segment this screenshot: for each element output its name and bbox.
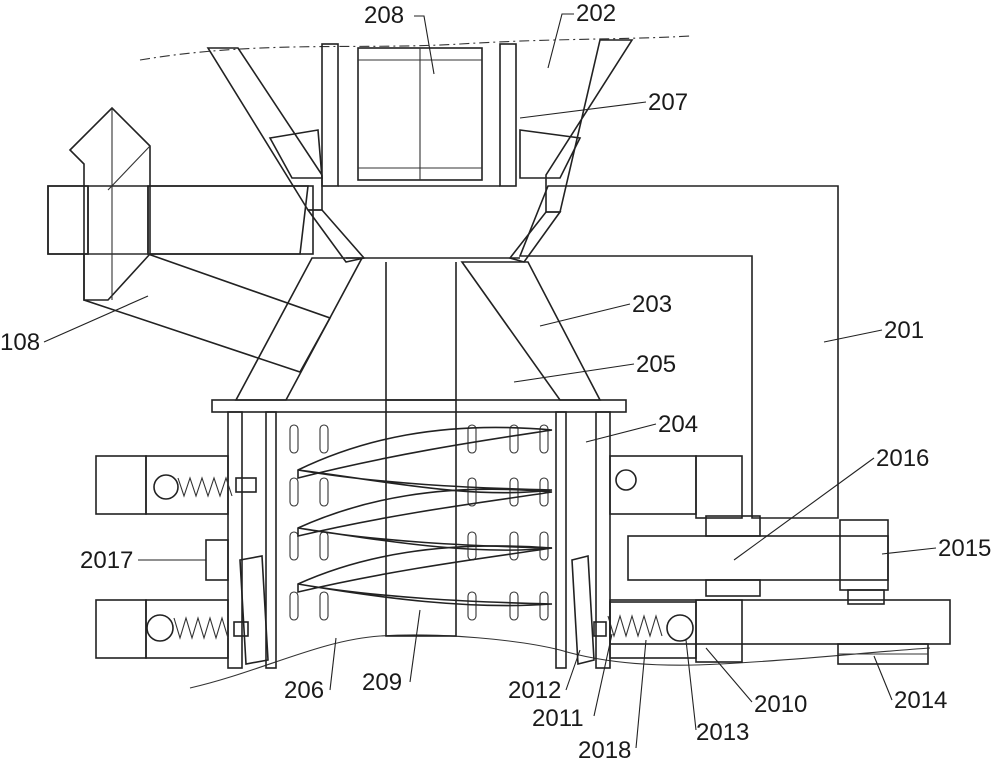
- left-clamp-2017: [205, 539, 229, 581]
- label-203: 203: [632, 291, 672, 318]
- top-flange: [211, 399, 627, 413]
- hopper-neck: [306, 209, 562, 263]
- label-108: 108: [0, 329, 40, 356]
- label-202: 202: [576, 0, 616, 27]
- label-2015: 2015: [938, 535, 991, 562]
- label-2012: 2012: [508, 677, 561, 704]
- label-2018: 2018: [578, 737, 631, 763]
- drive-motor-2014: [609, 599, 951, 665]
- lower-cone-203: [234, 257, 602, 401]
- label-2011: 2011: [532, 705, 584, 732]
- label-204: 204: [658, 411, 698, 438]
- label-209: 209: [362, 669, 402, 696]
- left-spring-assembly-lower: [95, 599, 249, 659]
- label-206: 206: [284, 677, 324, 704]
- motor-208: [357, 47, 483, 181]
- leader-lines: [43, 13, 937, 749]
- housing-201: [47, 185, 839, 519]
- label-2013: 2013: [696, 719, 749, 746]
- label-2010: 2010: [754, 691, 807, 718]
- label-207: 207: [648, 89, 688, 116]
- label-201: 201: [884, 317, 924, 344]
- label-2016: 2016: [876, 445, 929, 472]
- screw-shaft-209: [297, 399, 553, 637]
- motor-housing-207: [321, 43, 517, 187]
- feed-pipe-108: [68, 106, 332, 373]
- label-2014: 2014: [894, 687, 947, 714]
- label-2017: 2017: [80, 547, 133, 574]
- left-spring-assembly-upper: [95, 455, 257, 515]
- bottom-break-line: [189, 634, 931, 689]
- top-break-line: [139, 35, 691, 61]
- right-swing-plate: [571, 554, 595, 666]
- barrel-204: [227, 411, 611, 669]
- right-spring-assembly-lower: [593, 599, 743, 663]
- label-208: 208: [364, 2, 404, 29]
- ring-gear-2016: [627, 515, 889, 597]
- screen-slots-206: [289, 424, 549, 621]
- right-spring-assembly-upper: [609, 455, 743, 519]
- drive-gear-2015: [839, 519, 889, 605]
- left-swing-plate: [239, 555, 269, 665]
- label-205: 205: [636, 351, 676, 378]
